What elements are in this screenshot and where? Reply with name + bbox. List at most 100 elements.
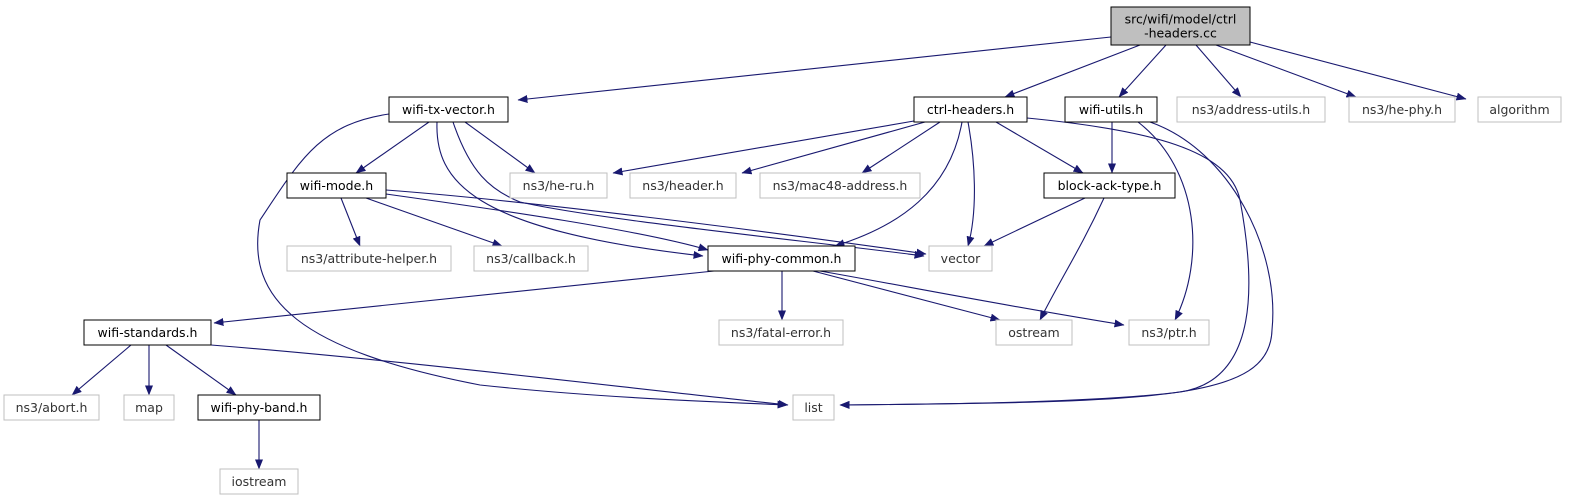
edge-ctrl-headers-h-to-header <box>741 121 926 175</box>
edge-ctrl-headers-h-to-he-ru <box>612 120 915 176</box>
node-label: -headers.cc <box>1144 26 1217 41</box>
node-label: ns3/attribute-helper.h <box>301 251 437 266</box>
edge-root-to-ctrl-headers-h <box>1004 44 1141 98</box>
node-callback: ns3/callback.h <box>473 245 589 272</box>
node-label: wifi-utils.h <box>1079 102 1143 117</box>
edge-wifi-tx-vector-to-list <box>257 113 788 409</box>
node-label: iostream <box>232 474 287 489</box>
node-wifi-mode[interactable]: wifi-mode.h <box>286 172 387 199</box>
node-box <box>1176 96 1326 123</box>
node-wifi-phy-common[interactable]: wifi-phy-common.h <box>707 245 856 272</box>
edge-ctrl-headers-h-to-block-ack-type <box>995 121 1084 174</box>
node-box <box>197 394 321 421</box>
node-label: ns3/he-ru.h <box>523 178 595 193</box>
edge-root-to-wifi-utils <box>1118 44 1167 98</box>
node-label: block-ack-type.h <box>1058 178 1162 193</box>
edge-ctrl-headers-h-to-mac48 <box>861 121 941 174</box>
node-box <box>1064 96 1158 123</box>
edge-wifi-standards-to-list <box>210 344 789 408</box>
node-box <box>473 245 589 272</box>
node-label: algorithm <box>1489 102 1549 117</box>
edge-wifi-mode-to-callback <box>365 197 503 247</box>
node-box <box>3 394 100 421</box>
edge-wifi-utils-to-ptr <box>1137 121 1194 321</box>
node-box <box>286 172 387 199</box>
node-label: src/wifi/model/ctrl <box>1125 12 1237 27</box>
node-wifi-standards[interactable]: wifi-standards.h <box>83 319 212 346</box>
node-map: map <box>123 394 175 421</box>
node-box <box>1128 319 1210 346</box>
edge-wifi-standards-to-wifi-phy-band <box>165 344 237 396</box>
node-wifi-utils[interactable]: wifi-utils.h <box>1064 96 1158 123</box>
node-box <box>83 319 212 346</box>
node-label: ns3/address-utils.h <box>1192 102 1310 117</box>
node-mac48: ns3/mac48-address.h <box>759 172 921 199</box>
node-label: list <box>804 400 822 415</box>
node-box <box>219 468 299 495</box>
nodes-layer: src/wifi/model/ctrl-headers.cc wifi-tx-ve… <box>3 6 1562 495</box>
node-vector: vector <box>928 245 993 272</box>
node-box <box>629 172 737 199</box>
node-ostream: ostream <box>995 319 1073 346</box>
node-label: wifi-tx-vector.h <box>402 102 495 117</box>
edges-layer <box>71 36 1467 470</box>
edge-wifi-phy-common-to-wifi-standards <box>213 270 715 326</box>
node-block-ack-type[interactable]: block-ack-type.h <box>1043 172 1176 199</box>
node-box <box>286 245 452 272</box>
node-he-phy: ns3/he-phy.h <box>1348 96 1456 123</box>
edge-wifi-phy-common-to-ptr <box>819 270 1125 328</box>
node-label: wifi-standards.h <box>98 325 198 340</box>
node-box <box>792 394 835 421</box>
node-header: ns3/header.h <box>629 172 737 199</box>
node-list: list <box>792 394 835 421</box>
node-address-utils: ns3/address-utils.h <box>1176 96 1326 123</box>
edge-wifi-tx-vector-to-he-ru <box>464 121 536 174</box>
node-box <box>123 394 175 421</box>
edge-wifi-utils-to-list <box>839 121 1274 409</box>
node-box <box>1043 172 1176 199</box>
node-label: ns3/fatal-error.h <box>731 325 831 340</box>
node-fatal-error: ns3/fatal-error.h <box>718 319 844 346</box>
node-label: ns3/abort.h <box>16 400 88 415</box>
edge-wifi-mode-to-wifi-phy-common <box>385 193 709 252</box>
node-box <box>509 172 608 199</box>
edge-root-to-wifi-tx-vector <box>517 36 1112 103</box>
node-box <box>707 245 856 272</box>
edge-root-to-he-phy <box>1215 44 1357 98</box>
node-label: vector <box>941 251 982 266</box>
node-box <box>1348 96 1456 123</box>
edge-root-to-address-utils <box>1195 44 1242 98</box>
node-label: ctrl-headers.h <box>927 102 1014 117</box>
node-label: ostream <box>1008 325 1059 340</box>
edge-ctrl-headers-h-to-list <box>839 117 1250 409</box>
node-he-ru: ns3/he-ru.h <box>509 172 608 199</box>
node-box <box>718 319 844 346</box>
node-ptr: ns3/ptr.h <box>1128 319 1210 346</box>
node-iostream: iostream <box>219 468 299 495</box>
node-box <box>1110 6 1251 46</box>
node-box <box>913 96 1028 123</box>
node-box <box>759 172 921 199</box>
edge-ctrl-headers-h-to-vector <box>966 121 975 247</box>
edge-ctrl-headers-h-to-wifi-phy-common <box>834 121 963 248</box>
node-box <box>928 245 993 272</box>
edge-root-to-algorithm <box>1249 41 1467 101</box>
node-root[interactable]: src/wifi/model/ctrl-headers.cc <box>1110 6 1251 46</box>
node-label: ns3/callback.h <box>486 251 576 266</box>
node-box <box>1477 96 1562 123</box>
node-box <box>995 319 1073 346</box>
node-label: map <box>135 400 163 415</box>
node-ctrl-headers-h[interactable]: ctrl-headers.h <box>913 96 1028 123</box>
node-label: wifi-mode.h <box>300 178 373 193</box>
edge-wifi-mode-to-vector <box>385 189 927 257</box>
edge-block-ack-type-to-ostream <box>1039 197 1105 321</box>
edge-wifi-phy-common-to-ostream <box>812 270 1001 322</box>
node-attribute-helper: ns3/attribute-helper.h <box>286 245 452 272</box>
node-label: ns3/header.h <box>642 178 723 193</box>
node-label: ns3/ptr.h <box>1141 325 1196 340</box>
node-wifi-phy-band[interactable]: wifi-phy-band.h <box>197 394 321 421</box>
node-wifi-tx-vector[interactable]: wifi-tx-vector.h <box>388 96 509 123</box>
node-box <box>388 96 509 123</box>
node-label: wifi-phy-common.h <box>722 251 842 266</box>
